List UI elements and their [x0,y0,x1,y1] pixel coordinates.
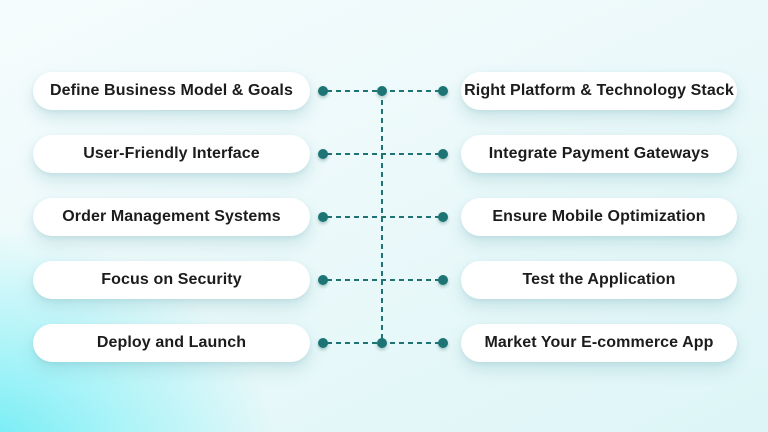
step-card-right: Market Your E-commerce App [461,324,737,362]
connector-dot [438,338,448,348]
step-label: Integrate Payment Gateways [488,145,710,162]
connector-dashed-line [327,153,446,155]
connector-dashed-line [327,279,446,281]
step-label: Test the Application [522,271,676,288]
step-label: User-Friendly Interface [83,145,260,162]
connector-dot [438,86,448,96]
connector-dot [318,149,328,159]
connector-dot [318,86,328,96]
step-label: Focus on Security [101,271,242,288]
connector-dot [438,275,448,285]
step-card-right: Ensure Mobile Optimization [461,198,737,236]
connector-dashed-line [327,342,446,344]
connector-dot [438,212,448,222]
step-card-right: Integrate Payment Gateways [461,135,737,173]
step-label: Right Platform & Technology Stack [464,82,734,99]
connector-dot [318,338,328,348]
step-row: Define Business Model & Goals Right Plat… [0,72,768,110]
connector-dot [318,212,328,222]
connector-dot [318,275,328,285]
step-row: Order Management Systems Ensure Mobile O… [0,198,768,236]
step-label: Order Management Systems [62,208,281,225]
step-row: User-Friendly Interface Integrate Paymen… [0,135,768,173]
step-card-left: Define Business Model & Goals [33,72,310,110]
step-label: Deploy and Launch [96,334,247,351]
step-label: Define Business Model & Goals [50,82,293,99]
step-row: Deploy and Launch Market Your E-commerce… [0,324,768,362]
step-card-left: Focus on Security [33,261,310,299]
step-card-left: Deploy and Launch [33,324,310,362]
step-card-right: Right Platform & Technology Stack [461,72,737,110]
connector-dashed-line [327,216,446,218]
connector-dashed-line [327,90,446,92]
step-label: Market Your E-commerce App [484,334,714,351]
step-card-right: Test the Application [461,261,737,299]
step-row: Focus on Security Test the Application [0,261,768,299]
connector-dot [438,149,448,159]
step-card-left: Order Management Systems [33,198,310,236]
step-card-left: User-Friendly Interface [33,135,310,173]
step-label: Ensure Mobile Optimization [492,208,706,225]
